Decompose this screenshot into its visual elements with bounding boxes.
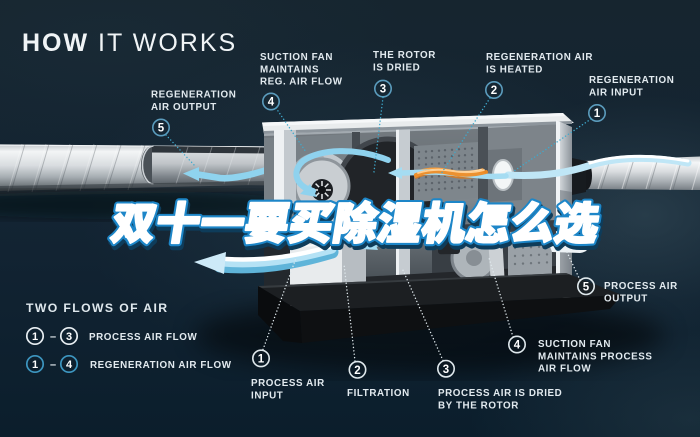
svg-text:–: – [50,331,56,343]
svg-text:MAINTAINS: MAINTAINS [260,64,319,75]
svg-text:PROCESS AIR IS DRIED: PROCESS AIR IS DRIED [438,388,562,399]
svg-text:REGENERATION: REGENERATION [151,90,236,101]
svg-text:AIR INPUT: AIR INPUT [589,87,643,98]
svg-text:PROCESS AIR FLOW: PROCESS AIR FLOW [89,332,197,343]
svg-text:5: 5 [583,281,590,293]
svg-text:5: 5 [158,123,165,135]
svg-text:3: 3 [380,84,386,96]
svg-text:OUTPUT: OUTPUT [604,293,648,304]
svg-text:PROCESS AIR: PROCESS AIR [251,378,325,389]
svg-text:SUCTION FAN: SUCTION FAN [538,339,611,350]
svg-text:REG. AIR FLOW: REG. AIR FLOW [260,77,343,88]
svg-text:IS HEATED: IS HEATED [486,64,543,75]
svg-text:1: 1 [258,354,265,366]
svg-text:REGENERATION AIR: REGENERATION AIR [486,52,593,63]
svg-text:4: 4 [66,359,73,371]
svg-text:1: 1 [32,331,38,343]
svg-text:3: 3 [66,331,72,343]
svg-text:2: 2 [354,365,360,377]
svg-text:4: 4 [268,97,275,109]
svg-text:BY THE ROTOR: BY THE ROTOR [438,400,519,411]
svg-text:REGENERATION AIR FLOW: REGENERATION AIR FLOW [90,360,232,371]
svg-text:INPUT: INPUT [251,390,283,401]
svg-text:HOW IT WORKS: HOW IT WORKS [22,29,237,57]
svg-text:TWO FLOWS OF AIR: TWO FLOWS OF AIR [26,301,168,315]
svg-text:THE ROTOR: THE ROTOR [373,50,436,61]
svg-text:AIR FLOW: AIR FLOW [538,364,591,375]
svg-text:IS DRIED: IS DRIED [373,62,420,73]
svg-text:2: 2 [491,85,497,97]
svg-text:1: 1 [594,108,601,120]
svg-text:PROCESS AIR: PROCESS AIR [604,281,678,292]
svg-text:4: 4 [514,340,521,352]
svg-text:SUCTION FAN: SUCTION FAN [260,52,333,63]
svg-text:FILTRATION: FILTRATION [347,388,410,399]
svg-text:REGENERATION: REGENERATION [589,75,674,86]
svg-text:1: 1 [32,359,38,371]
svg-text:–: – [50,359,56,371]
svg-text:MAINTAINS PROCESS: MAINTAINS PROCESS [538,351,653,362]
svg-text:AIR OUTPUT: AIR OUTPUT [151,102,217,113]
svg-text:3: 3 [443,364,449,376]
